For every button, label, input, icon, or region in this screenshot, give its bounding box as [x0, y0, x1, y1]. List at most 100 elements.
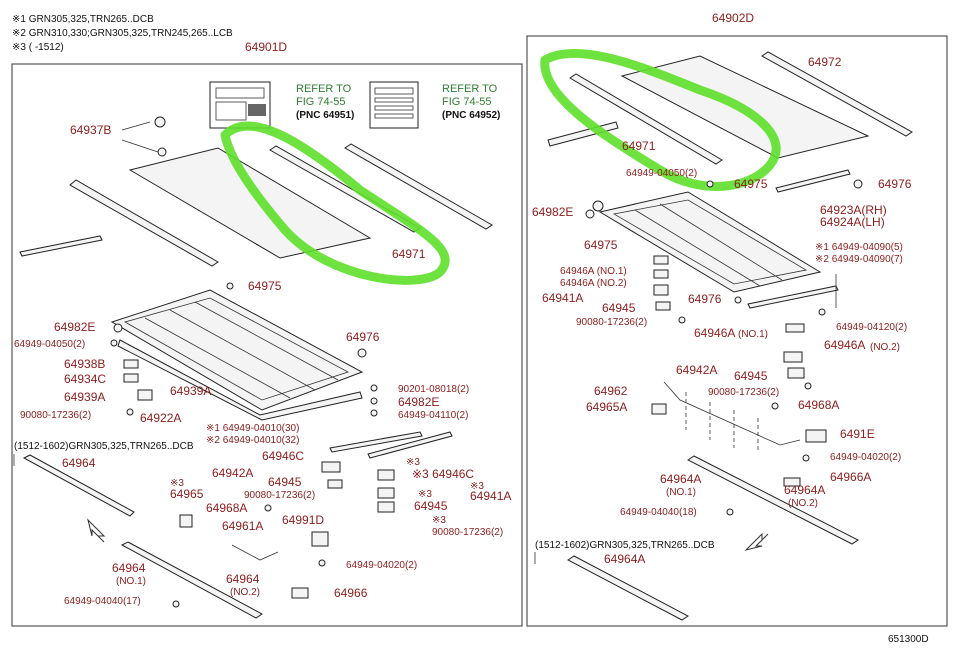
- r-lbl-64975-a: 64975: [734, 177, 768, 191]
- lbl-64964-2: 64964: [226, 572, 260, 586]
- right-title: 64902D: [712, 11, 754, 25]
- mark-3-a: ※3: [406, 457, 420, 468]
- left-rail-64964: [22, 454, 135, 517]
- lbl-64982E: 64982E: [54, 320, 95, 334]
- lbl-64937B: 64937B: [70, 123, 111, 137]
- hinge-icon: [377, 469, 395, 481]
- right-panel-frame: [526, 35, 948, 627]
- lbl-64949-04010-30: ※1 64949-04010(30): [206, 423, 299, 434]
- mark-3-d: ※3: [418, 489, 432, 500]
- r-lbl-64972: 64972: [808, 55, 842, 69]
- lbl-64945-b: 64945: [414, 499, 448, 513]
- lbl-64966: 64966: [334, 586, 368, 600]
- bracket-icon: [327, 479, 343, 489]
- lbl-64949-04050: 64949-04050(2): [14, 339, 85, 350]
- screw-icon: [802, 454, 810, 462]
- screw-icon: [370, 384, 378, 392]
- screw-icon: [172, 600, 180, 608]
- handle-icon: [783, 477, 801, 487]
- right-rail-64964A-3: [567, 555, 689, 621]
- left-highlight-circle: [220, 121, 450, 285]
- leader: [121, 139, 159, 153]
- lbl-64941A: 64941A: [470, 489, 511, 503]
- tray-rib: [194, 301, 339, 381]
- r-lbl-6491E: 6491E: [840, 427, 875, 441]
- hinge-icon: [377, 501, 395, 513]
- clip-icon: [179, 514, 193, 528]
- r-lbl-no2-b: (NO.2): [788, 498, 818, 509]
- right-side-rail: [747, 285, 839, 309]
- bracket-icon: [785, 323, 805, 333]
- lbl-64949-04010-32: ※2 64949-04010(32): [206, 435, 299, 446]
- bracket-icon: [137, 389, 153, 401]
- right-sub-note: (1512-1602)GRN305,325,TRN265..DCB: [535, 540, 715, 551]
- footer-code: 651300D: [888, 634, 929, 645]
- screw-icon: [113, 323, 123, 333]
- r-lbl-64964A-1: 64964A: [660, 472, 701, 486]
- lbl-64946C-b: ※3 64946C: [412, 467, 474, 481]
- arrow-icon: [744, 532, 769, 551]
- bracket-icon: [123, 373, 139, 383]
- hinge-icon: [377, 487, 395, 499]
- r-lbl-64971: 64971: [622, 139, 656, 153]
- r-lbl-64962: 64962: [594, 384, 628, 398]
- tray-rib: [144, 317, 291, 399]
- cable: [231, 544, 279, 561]
- clip-icon: [651, 403, 667, 415]
- r-lbl-64982E: 64982E: [532, 205, 573, 219]
- bracket-icon: [123, 359, 139, 369]
- left-clip-icon-2: [157, 147, 167, 157]
- left-title: 64901D: [245, 40, 287, 54]
- r-lbl-64923A: 64923A(RH): [820, 203, 887, 217]
- screw-icon: [804, 382, 812, 390]
- lbl-64991D: 64991D: [282, 513, 324, 527]
- lbl-64939A-a: 64939A: [170, 384, 211, 398]
- lbl-64968A: 64968A: [206, 501, 247, 515]
- refer-1-line2: FIG 74-55: [296, 96, 346, 108]
- refer-1-line1: REFER TO: [296, 83, 352, 95]
- screw-icon: [110, 339, 118, 347]
- lbl-64946C-a: 64946C: [262, 449, 304, 463]
- screw-icon: [264, 504, 272, 512]
- left-seal-strip-2: [367, 431, 453, 459]
- r-lbl-64941A: 64941A: [542, 291, 583, 305]
- screw-icon: [226, 282, 234, 290]
- lbl-64976: 64976: [346, 330, 380, 344]
- lbl-no2: (NO.2): [230, 587, 260, 598]
- lbl-64945-a: 64945: [268, 475, 302, 489]
- lbl-64949-04020: 64949-04020(2): [346, 560, 417, 571]
- refer-2-pnc: (PNC 64952): [442, 110, 500, 121]
- left-clip-icon: [154, 116, 166, 128]
- r-lbl-64964A-3: 64964A: [604, 552, 645, 566]
- lbl-90080-b: 90080-17236(2): [244, 490, 315, 501]
- mark-3-e: ※3: [432, 515, 446, 526]
- r-lbl-64942A: 64942A: [676, 363, 717, 377]
- screw-icon: [592, 200, 604, 212]
- refer-2-line2: FIG 74-55: [442, 96, 492, 108]
- hinge-icon: [653, 284, 669, 296]
- note-2: ※2 GRN310,330;GRN305,325,TRN245,265..LCB: [12, 28, 233, 39]
- left-roof-tray: [110, 289, 364, 411]
- cable-64962: [663, 381, 801, 446]
- lbl-64964: 64964: [62, 456, 96, 470]
- r-lbl-64976-b: 64976: [688, 292, 722, 306]
- screw-icon: [357, 348, 367, 358]
- lbl-64949-04040: 64949-04040(17): [64, 596, 141, 607]
- lbl-64934C: 64934C: [64, 372, 106, 386]
- left-seal-strip: [329, 431, 423, 453]
- hinge-icon: [653, 269, 669, 279]
- hinge-icon: [321, 461, 341, 473]
- lbl-no1: (NO.1): [116, 576, 146, 587]
- refer-diagram-2: [369, 81, 419, 129]
- arrow-icon: [87, 518, 106, 543]
- lbl-90080: 90080-17236(2): [20, 410, 91, 421]
- lbl-64965: 64965: [170, 487, 204, 501]
- lock-icon: [311, 531, 329, 547]
- r-lbl-64949-04120: 64949-04120(2): [836, 322, 907, 333]
- r-lbl-64964A-2: 64964A: [784, 483, 825, 497]
- r-lbl-64945-a: 64945: [602, 301, 636, 315]
- lbl-64961A: 64961A: [222, 519, 263, 533]
- mark-3-b: ※3: [170, 478, 184, 489]
